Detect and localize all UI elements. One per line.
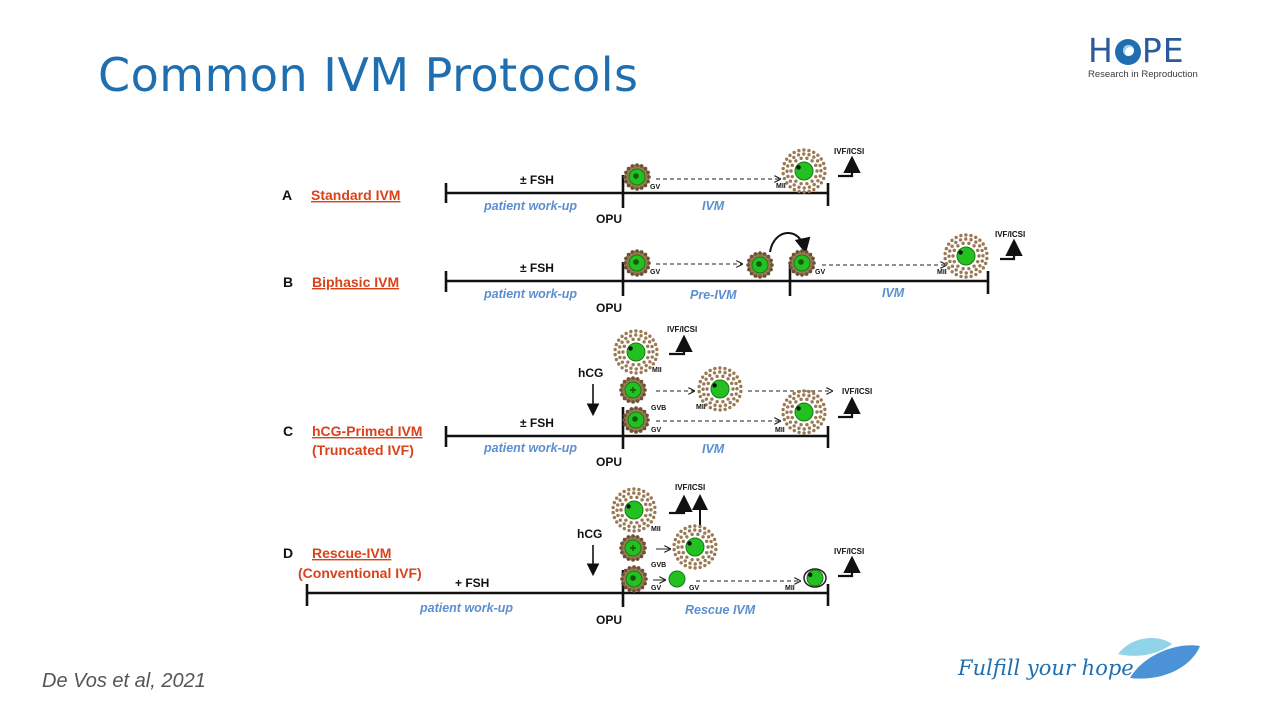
hope-logo: H PE Research in Reproduction [1088,34,1208,81]
protocol-d-phase-rescue: Rescue IVM [685,603,756,617]
protocol-b-phase-pre-ivm: Pre-IVM [690,288,737,302]
hope-eye-icon [1114,39,1141,65]
oocyte-icon [619,534,647,562]
protocol-c-subname: (Truncated IVF) [312,442,414,458]
protocol-b-name: Biphasic IVM [312,274,399,290]
oocyte-icon [668,570,686,588]
bent-arrow-up-icon [669,334,693,356]
oocyte-icon [619,376,647,404]
bent-arrow-up-icon [669,494,693,515]
stage-label-gv: GV [650,269,660,276]
protocol-b-letter: B [283,274,293,290]
bent-arrow-up-icon [838,155,861,178]
protocol-c-phase-ivm: IVM [702,442,725,456]
leaf-logo-icon [1118,638,1200,679]
protocol-b-phase-ivm: IVM [882,286,905,300]
oocyte-icon [697,366,743,412]
logo-wordmark: H PE [1088,34,1208,68]
oocyte-icon [620,565,648,593]
oocyte-icon [788,249,816,277]
stage-label-gv: GV [650,184,660,191]
stage-label-gvb: GVB [651,562,666,569]
stage-label-gv: GV [815,269,825,276]
curved-arrow-icon [769,232,811,254]
protocol-d-trigger: hCG [577,527,602,541]
protocol-c-outcome-mid: IVF/ICSI [842,387,872,396]
logo-word-h: H [1088,31,1114,70]
protocol-a-phase-ivm: IVM [702,199,725,213]
bent-arrow-up-icon [838,396,861,419]
stage-label-mii: MII [651,526,661,533]
protocol-b-outcome: IVF/ICSI [995,230,1025,239]
stage-label-gv: GV [689,585,699,592]
protocol-d-letter: D [283,545,293,561]
protocol-d-pre-label: + FSH [455,576,489,590]
protocol-d-name: Rescue-IVM [312,545,391,561]
logo-word-pe: PE [1141,31,1185,70]
protocol-b-opu: OPU [596,301,622,315]
oocyte-icon [781,148,827,194]
slide-title: Common IVM Protocols [98,48,639,102]
oocyte-icon [613,329,659,375]
stage-label-mii: MII [652,367,662,374]
protocol-c-pre-label: ± FSH [520,416,554,430]
protocol-c-letter: C [283,423,293,439]
oocyte-icon [781,389,827,435]
protocol-d-pre-phase: patient work-up [419,601,513,615]
stage-label-gv: GV [651,585,661,592]
citation: De Vos et al, 2021 [42,670,206,692]
tagline: Fulfill your hope [958,656,1134,680]
protocol-d-outcome-top: IVF/ICSI [675,483,705,492]
oocyte-icon [803,568,827,588]
protocol-d-outcome: IVF/ICSI [834,547,864,556]
protocol-a-opu: OPU [596,212,622,226]
protocol-a-letter: A [282,187,292,203]
oocyte-icon [623,163,651,191]
stage-label-gv: GV [651,427,661,434]
stage-label-mii: MII [775,427,785,434]
protocol-a-outcome: IVF/ICSI [834,147,864,156]
oocyte-icon [746,251,774,279]
oocyte-icon [622,406,650,434]
stage-label-mii: MII [696,404,706,411]
protocol-a-pre-label: ± FSH [520,173,554,187]
stage-label-mii: MII [937,269,947,276]
logo-subtitle: Research in Reproduction [1088,69,1198,80]
oocyte-icon [943,233,989,279]
protocol-c-pre-phase: patient work-up [483,441,577,455]
protocol-a-pre-phase: patient work-up [483,199,577,213]
protocol-c-name: hCG-Primed IVM [312,423,422,439]
protocol-b-pre-label: ± FSH [520,261,554,275]
oocyte-icon [611,487,657,533]
oocyte-icon [672,524,718,570]
stage-label-mii: MII [776,183,786,190]
oocyte-icon [623,249,651,277]
protocol-c-outcome-top: IVF/ICSI [667,325,697,334]
bent-arrow-up-icon [1000,238,1023,261]
protocol-d-subname: (Conventional IVF) [298,565,422,581]
protocol-d-opu: OPU [596,613,622,627]
stage-label-mii: MII [785,585,795,592]
protocol-a-name: Standard IVM [311,187,400,203]
protocol-c-trigger: hCG [578,366,603,380]
stage-label-gvb: GVB [651,405,666,412]
bent-arrow-up-icon [838,555,861,578]
protocol-c-opu: OPU [596,455,622,469]
protocol-b-pre-phase: patient work-up [483,287,577,301]
